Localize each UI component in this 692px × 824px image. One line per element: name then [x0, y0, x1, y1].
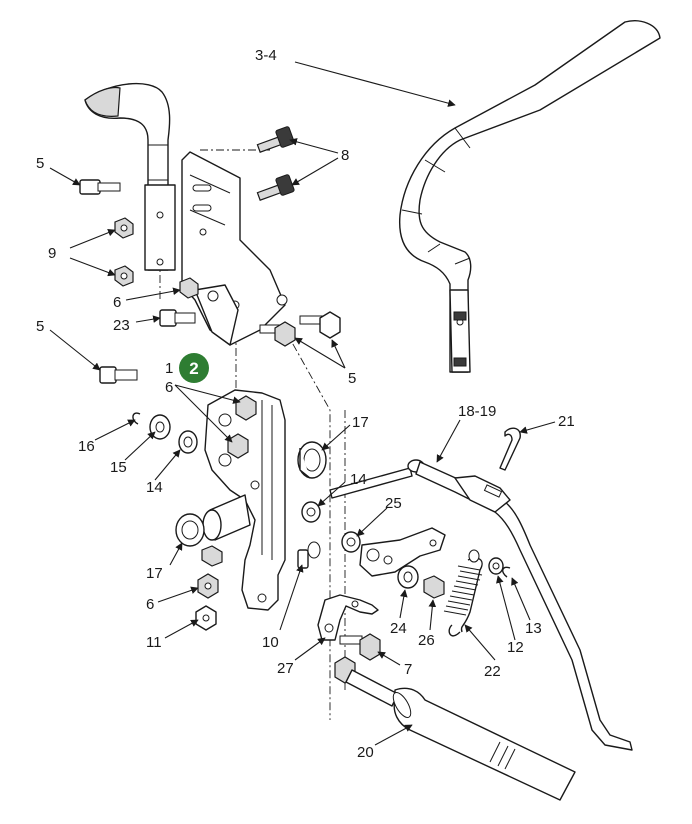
label-6-lower: 6 — [146, 596, 154, 613]
clip-21 — [499, 427, 521, 471]
spring-22 — [443, 557, 483, 637]
nut-9-lower — [114, 265, 134, 287]
damper-20 — [334, 656, 576, 801]
bolt-5-mid-left — [99, 366, 138, 384]
washer-14-right — [301, 501, 321, 523]
label-17-lower: 17 — [146, 565, 163, 582]
callout-number: 2 — [189, 359, 198, 378]
nut-6-lower — [197, 573, 219, 599]
label-12: 12 — [507, 639, 524, 656]
label-16: 16 — [78, 438, 95, 455]
bolt-5-top — [79, 179, 121, 195]
label-27: 27 — [277, 660, 294, 677]
upper-handle-part — [84, 82, 176, 271]
bolt-5-right-a — [259, 321, 296, 347]
washer-15 — [149, 414, 171, 440]
nut-6-lower-b — [201, 545, 223, 567]
clip-16 — [132, 412, 141, 425]
washer-12 — [488, 557, 504, 575]
label-5-right: 5 — [348, 370, 356, 387]
label-5-mid-left: 5 — [36, 318, 44, 335]
nut-9-upper — [114, 217, 134, 239]
label-18-19: 18-19 — [458, 403, 496, 420]
upper-bracket-plate — [181, 151, 288, 346]
link-rod — [329, 459, 425, 499]
pin-10 — [297, 541, 321, 569]
label-22: 22 — [484, 663, 501, 680]
label-25: 25 — [385, 495, 402, 512]
callout-badge: 2 — [179, 353, 209, 383]
label-17-upper: 17 — [352, 414, 369, 431]
label-5-top: 5 — [36, 155, 44, 172]
label-24: 24 — [390, 620, 407, 637]
label-11: 11 — [146, 634, 162, 651]
lever-rod-18-19 — [415, 461, 633, 751]
bolt-8-lower — [256, 174, 295, 201]
bolt-7 — [339, 633, 381, 661]
spacer-14-left — [178, 430, 198, 454]
spacer-mid — [202, 494, 251, 541]
label-26: 26 — [418, 632, 435, 649]
nut-26 — [423, 575, 445, 599]
bushing-17-upper — [297, 441, 327, 479]
part-labels: 3-4 8 5 9 6 23 5 5 1 6 16 15 14 17 14 18… — [36, 47, 575, 761]
bushing-17-lower — [175, 513, 205, 547]
bracket-27 — [317, 594, 379, 641]
label-1: 1 — [165, 360, 173, 377]
nut-6-plate-b — [227, 433, 249, 459]
washer-left-of-spring — [468, 549, 480, 563]
label-13: 13 — [525, 620, 542, 637]
label-6-mid: 6 — [165, 379, 173, 396]
arm-plate — [359, 527, 446, 577]
spacer-24 — [397, 565, 419, 589]
washer-25 — [341, 531, 361, 553]
bolt-8-upper — [256, 126, 295, 153]
label-14-left: 14 — [146, 479, 163, 496]
label-6-upper: 6 — [113, 294, 121, 311]
label-21: 21 — [558, 413, 575, 430]
label-10: 10 — [262, 634, 279, 651]
label-23: 23 — [113, 317, 130, 334]
label-9: 9 — [48, 245, 56, 262]
nut-6-plate-a — [235, 395, 257, 421]
label-20: 20 — [357, 744, 374, 761]
clip-13 — [502, 566, 511, 578]
bolt-5-right-b — [299, 311, 341, 339]
bolt-23 — [159, 309, 196, 327]
leader-lines — [49, 61, 556, 746]
label-3-4: 3-4 — [255, 47, 277, 64]
label-14-right: 14 — [350, 471, 367, 488]
handle-3-4 — [398, 20, 661, 373]
label-8: 8 — [341, 147, 349, 164]
nut-11 — [195, 605, 217, 631]
label-15: 15 — [110, 459, 127, 476]
label-7: 7 — [404, 661, 412, 678]
